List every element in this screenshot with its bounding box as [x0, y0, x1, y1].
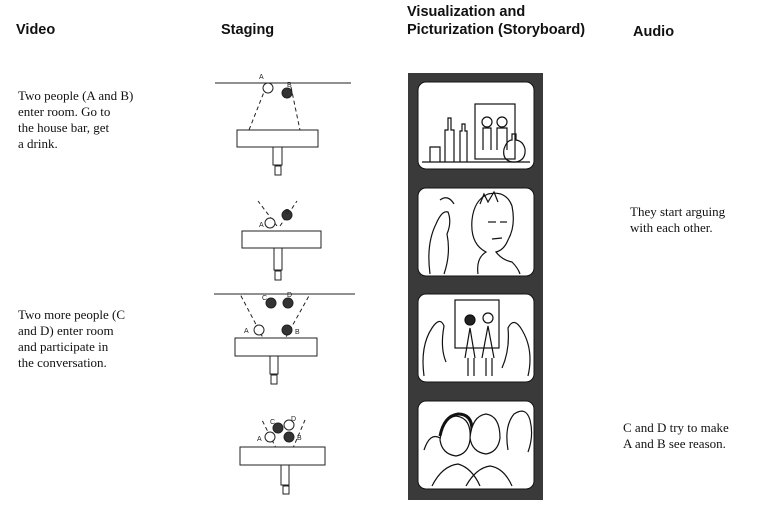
- video-note-line: Two more people (C: [18, 307, 126, 322]
- person-b: [281, 324, 293, 336]
- label-d: D: [287, 292, 292, 299]
- person-b: [281, 209, 293, 221]
- camera-view-line: [257, 200, 278, 227]
- label-d: D: [291, 416, 296, 423]
- label-c: C: [262, 295, 267, 302]
- person-b: [281, 87, 293, 99]
- label-a: A: [257, 436, 262, 443]
- label-c: C: [270, 419, 275, 426]
- storyboard-frame-3: [417, 293, 535, 383]
- staging-diagram-4: [239, 419, 326, 495]
- audio-note-line: with each other.: [630, 220, 713, 235]
- staging-diagram-2: [241, 200, 322, 281]
- storyboard-frame-2: [417, 187, 535, 277]
- camera-stand: [282, 485, 290, 495]
- person-b: [283, 431, 295, 443]
- vase: [503, 133, 526, 163]
- camera-body: [269, 355, 279, 375]
- profile-right: [506, 410, 533, 453]
- label-a: A: [244, 328, 249, 335]
- figure-body: [481, 325, 495, 376]
- header-staging: Staging: [221, 22, 275, 38]
- shoulders: [431, 463, 481, 487]
- person-a: [253, 324, 265, 336]
- figure-head: [481, 116, 493, 128]
- profile-head-left: [428, 211, 451, 275]
- video-note-line: the house bar, get: [18, 120, 110, 135]
- person-d: [282, 297, 294, 309]
- video-note-line: a drink.: [18, 136, 58, 151]
- figure-bodies: [482, 127, 508, 150]
- person-a: [264, 217, 276, 229]
- storyboard-frame-1: [417, 81, 535, 170]
- header-picturization: Picturization (Storyboard): [407, 22, 586, 38]
- camera-view-line: [239, 293, 273, 356]
- doorway: [454, 299, 500, 349]
- label-b: B: [295, 329, 300, 336]
- figure-head: [464, 314, 476, 326]
- label-b: B: [297, 435, 302, 442]
- bottle: [459, 123, 468, 162]
- header-video: Video: [16, 22, 56, 38]
- staging-diagram-3: [214, 293, 355, 385]
- shoulders: [465, 465, 513, 487]
- figure-head: [496, 116, 508, 128]
- camera-body: [272, 146, 283, 166]
- profile-left: [422, 320, 447, 377]
- video-note-line: and participate in: [18, 339, 109, 354]
- front-face-right: [471, 192, 521, 275]
- camera-stand: [270, 374, 278, 385]
- bottle: [429, 146, 441, 162]
- camera-view-line: [275, 293, 311, 356]
- audio-note-line: They start arguing: [630, 204, 726, 219]
- header-audio: Audio: [633, 24, 675, 40]
- person-a: [262, 82, 274, 94]
- doorway: [474, 103, 516, 160]
- video-note-line: enter room. Go to: [18, 104, 111, 119]
- person-c: [272, 422, 284, 434]
- figure-body: [464, 327, 476, 376]
- storyboard-frame-4: [417, 400, 535, 490]
- label-a: A: [259, 74, 264, 81]
- hair-a: [438, 412, 474, 437]
- camera-view-line: [290, 86, 302, 136]
- video-note-line: the conversation.: [18, 355, 107, 370]
- hair-left: [439, 197, 455, 205]
- person-c: [265, 297, 277, 309]
- video-note-line: Two people (A and B): [18, 88, 134, 103]
- label-b: B: [285, 209, 290, 216]
- camera-stand: [274, 165, 282, 176]
- staging-diagram-1: [215, 82, 351, 176]
- audio-note-line: A and B see reason.: [623, 436, 726, 451]
- camera-body: [273, 247, 283, 271]
- person-a: [264, 431, 276, 443]
- figure-head: [482, 312, 494, 324]
- camera-stand: [274, 270, 282, 281]
- hair-right: [479, 190, 499, 205]
- bottle: [444, 117, 455, 162]
- camera-view-line: [246, 86, 267, 136]
- label-b: B: [287, 82, 292, 89]
- video-note-line: and D) enter room: [18, 323, 114, 338]
- head-b: [469, 413, 501, 455]
- audio-note-line: C and D try to make: [623, 420, 729, 435]
- profile-left: [423, 435, 441, 451]
- person-d: [283, 419, 295, 431]
- label-a: A: [259, 222, 264, 229]
- header-visualization: Visualization and: [407, 4, 526, 20]
- camera-body: [280, 464, 290, 486]
- profile-right: [501, 321, 531, 377]
